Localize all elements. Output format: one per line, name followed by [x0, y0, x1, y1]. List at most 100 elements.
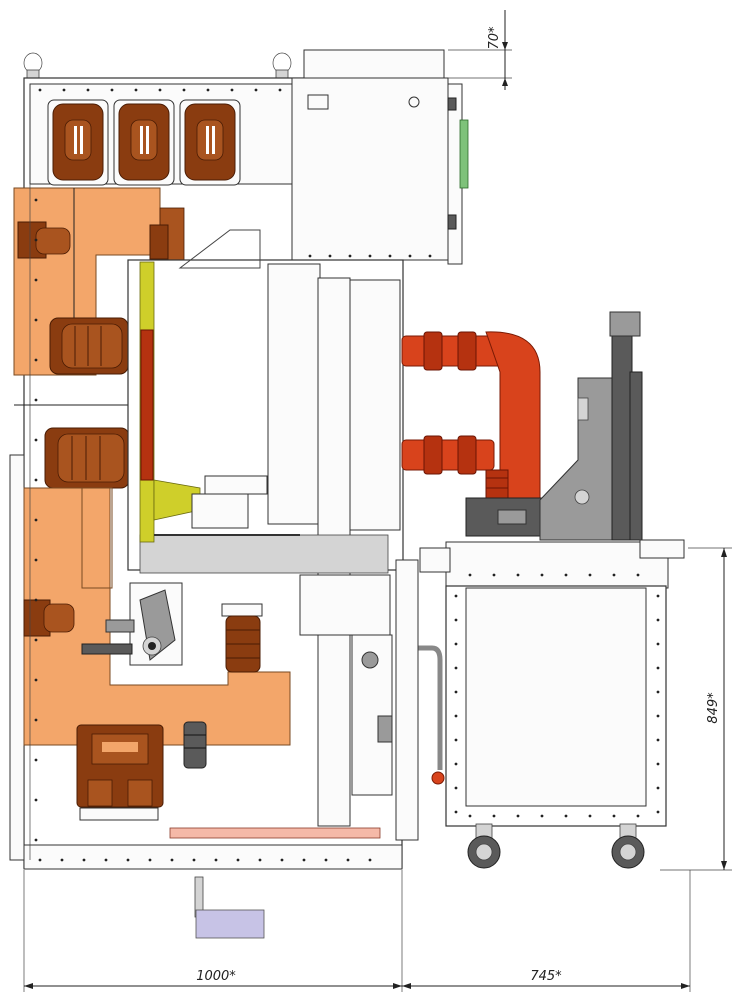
breaker-lower-arm: [401, 435, 495, 475]
bolt-dot: [408, 254, 412, 258]
bolt-dot: [636, 573, 640, 577]
bolt-dot: [454, 594, 458, 598]
bolt-dot: [236, 858, 240, 862]
bolt-dot: [34, 638, 38, 642]
bolt-dot: [34, 598, 38, 602]
bolt-dot: [158, 88, 162, 92]
current-transformer: [76, 724, 164, 821]
breaker-pole: [485, 331, 541, 501]
bolt-dot: [388, 254, 392, 258]
lower-contact-insulator: [44, 427, 130, 489]
bolt-dot: [656, 642, 660, 646]
bolt-dot: [656, 786, 660, 790]
bolt-dot: [428, 254, 432, 258]
bolt-dot: [656, 810, 660, 814]
earthing-switch: [81, 582, 183, 666]
bolt-dot: [126, 858, 130, 862]
cable-bushing: [183, 721, 207, 769]
bolt-dot: [348, 254, 352, 258]
bolt-dot: [170, 858, 174, 862]
upper-contact-insulator: [49, 317, 129, 375]
left-side-profile: [9, 454, 25, 861]
bolt-dot: [454, 810, 458, 814]
bolt-dot: [468, 814, 472, 818]
bolt-dot: [540, 573, 544, 577]
frame-bolts: [34, 88, 660, 862]
operating-mechanism: [351, 559, 445, 841]
busbar-bushings: [47, 99, 241, 186]
bolt-dot: [34, 518, 38, 522]
bolt-dot: [454, 642, 458, 646]
bolt-dot: [656, 594, 660, 598]
bolt-dot: [148, 858, 152, 862]
bolt-dot: [564, 573, 568, 577]
bolt-dot: [564, 814, 568, 818]
dimension-lines: [23, 10, 732, 992]
bolt-dot: [34, 478, 38, 482]
bolt-dot: [34, 758, 38, 762]
bolt-dot: [656, 714, 660, 718]
bolt-dot: [62, 88, 66, 92]
bolt-dot: [278, 88, 282, 92]
bolt-dot: [34, 358, 38, 362]
bolt-dot: [454, 738, 458, 742]
bolt-dot: [60, 858, 64, 862]
cabinet-floor: [23, 827, 403, 939]
bolt-dot: [280, 858, 284, 862]
bolt-dot: [34, 438, 38, 442]
bolt-dot: [454, 762, 458, 766]
dimension-cart-depth: 745*: [530, 969, 562, 984]
bolt-dot: [38, 88, 42, 92]
circuit-breaker: [401, 311, 643, 541]
bolt-dot: [206, 88, 210, 92]
bolt-dot: [636, 814, 640, 818]
bolt-dot: [38, 858, 42, 862]
bolt-dot: [588, 814, 592, 818]
service-trolley: [419, 539, 685, 869]
bolt-dot: [104, 858, 108, 862]
bolt-dot: [346, 858, 350, 862]
bolt-dot: [192, 858, 196, 862]
bolt-dot: [454, 666, 458, 670]
bolt-dot: [34, 718, 38, 722]
bolt-dot: [258, 858, 262, 862]
indicator-strip: [459, 119, 469, 189]
bolt-dot: [34, 398, 38, 402]
bolt-dot: [82, 858, 86, 862]
lifting-eye-left: [23, 52, 43, 79]
bolt-dot: [34, 838, 38, 842]
bolt-dot: [368, 254, 372, 258]
bolt-dot: [454, 618, 458, 622]
bolt-dot: [492, 814, 496, 818]
bolt-dot: [454, 714, 458, 718]
bolt-dot: [34, 678, 38, 682]
bolt-dot: [34, 238, 38, 242]
bolt-dot: [254, 88, 258, 92]
handle-knob: [431, 771, 445, 785]
bolt-dot: [368, 858, 372, 862]
bolt-dot: [328, 254, 332, 258]
bolt-dot: [656, 618, 660, 622]
dimension-cabinet-depth: 1000*: [196, 969, 236, 984]
bolt-dot: [34, 318, 38, 322]
trolley-wheel-right: [611, 823, 645, 869]
dimension-top-offset: 70*: [487, 26, 502, 50]
bolt-dot: [182, 88, 186, 92]
bolt-dot: [214, 858, 218, 862]
breaker-compartment: [127, 229, 404, 827]
low-voltage-compartment: [291, 49, 469, 265]
bolt-dot: [612, 573, 616, 577]
bolt-dot: [230, 88, 234, 92]
bolt-dot: [492, 573, 496, 577]
bolt-dot: [324, 858, 328, 862]
bolt-dot: [34, 198, 38, 202]
dimension-cart-height: 849*: [706, 692, 721, 724]
lifting-eye-right: [272, 52, 292, 79]
bolt-dot: [588, 573, 592, 577]
bolt-dot: [656, 738, 660, 742]
bolt-dot: [656, 666, 660, 670]
bolt-dot: [34, 558, 38, 562]
bolt-dot: [656, 762, 660, 766]
bolt-dot: [86, 88, 90, 92]
